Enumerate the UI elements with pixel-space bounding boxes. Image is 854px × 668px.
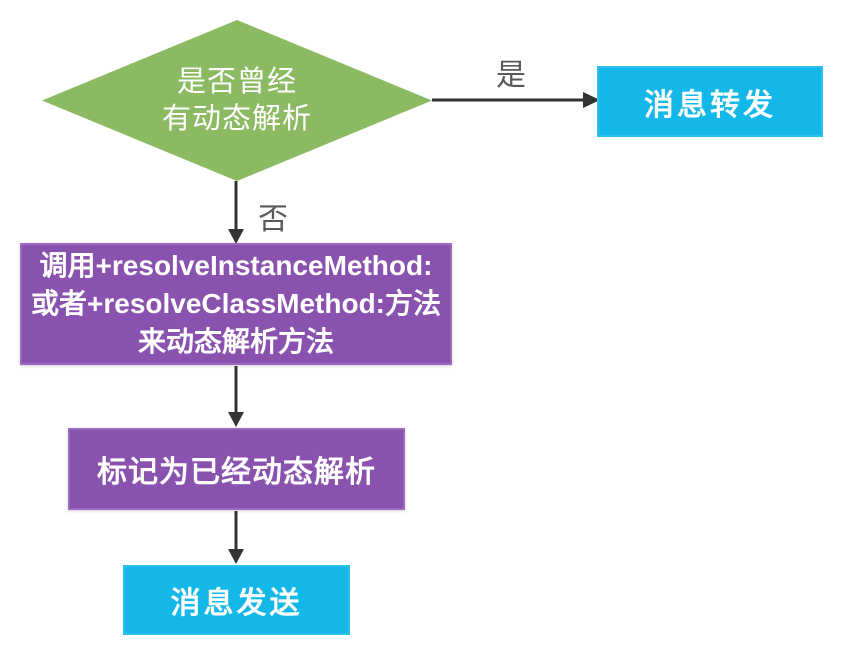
resolve-label-line3: 来动态解析方法 <box>137 326 334 357</box>
node-mark-resolved: 标记为已经动态解析 <box>68 428 405 510</box>
resolve-label-line2: 或者+resolveClassMethod:方法 <box>31 288 441 319</box>
node-call-resolve-method: 调用+resolveInstanceMethod: 或者+resolveClas… <box>20 243 452 365</box>
decision-node-label: 是否曾经 有动态解析 <box>162 64 312 138</box>
arrowhead-down-3 <box>228 549 244 564</box>
decision-label-line2: 有动态解析 <box>161 102 312 135</box>
node-message-forwarding: 消息转发 <box>597 66 823 137</box>
resolve-label-line1: 调用+resolveInstanceMethod: <box>39 250 433 281</box>
arrowhead-down-1 <box>228 229 244 244</box>
node-message-send: 消息发送 <box>123 565 350 635</box>
arrowhead-down-2 <box>228 412 244 427</box>
decision-node-has-dynamic-resolution: 是否曾经 有动态解析 <box>42 20 432 181</box>
decision-label-line1: 是否曾经 <box>176 65 297 98</box>
edge-label-no: 否 <box>258 203 288 236</box>
edge-label-yes: 是 <box>496 59 526 92</box>
